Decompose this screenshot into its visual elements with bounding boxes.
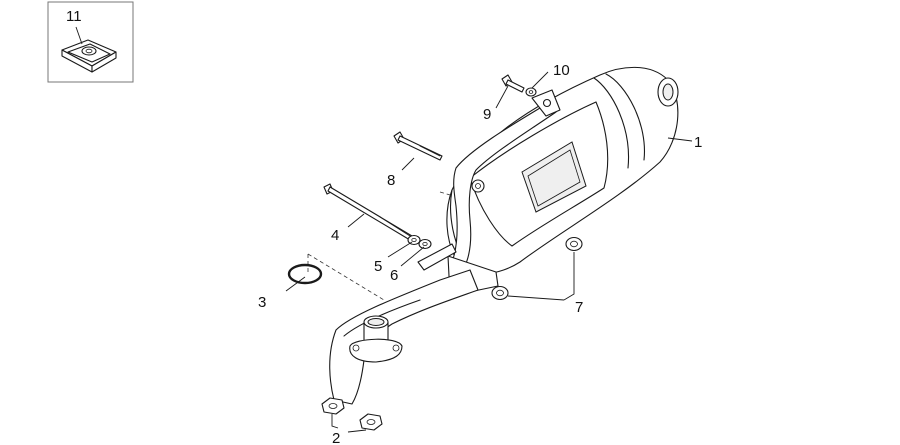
- callout-3: 3: [258, 294, 266, 311]
- callout-7: 7: [575, 299, 583, 316]
- washer-10: [525, 87, 537, 97]
- gasket-ring: [287, 263, 323, 285]
- callout-11: 11: [66, 8, 82, 25]
- exhaust-flange: [349, 338, 403, 363]
- washer-7-upper: [565, 236, 583, 252]
- muffler-body: [446, 66, 679, 275]
- callout-8: 8: [387, 172, 395, 189]
- callout-5: 5: [374, 258, 382, 275]
- mounting-bracket: [447, 89, 561, 297]
- leader-11: [75, 26, 83, 45]
- bolt-8: [393, 131, 443, 161]
- callout-6: 6: [390, 267, 398, 284]
- inset-part-11: 11: [47, 1, 134, 83]
- nut-2-left: [321, 397, 345, 415]
- exhaust-pipe: [329, 243, 479, 405]
- heat-shield-window: [521, 141, 587, 213]
- callout-2: 2: [332, 430, 340, 445]
- callout-10: 10: [553, 62, 570, 79]
- callout-1: 1: [694, 134, 702, 151]
- callout-4: 4: [331, 227, 339, 244]
- washer-6: [418, 238, 432, 250]
- long-bolt: [323, 183, 413, 241]
- nut-2-right: [359, 413, 383, 431]
- spring-nut-clip-icon: [61, 39, 117, 73]
- callout-9: 9: [483, 106, 491, 123]
- bolt-9: [501, 74, 525, 93]
- leader-lines: [285, 71, 693, 433]
- washer-7-lower: [491, 285, 509, 301]
